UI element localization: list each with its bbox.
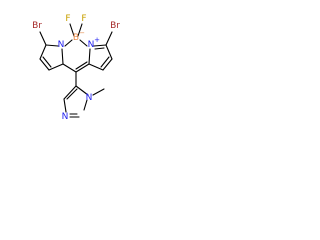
nitrogen-label-imidazole-methyl: N — [86, 93, 93, 103]
bond — [62, 63, 77, 73]
boron-charge: − — [79, 29, 85, 37]
bond — [39, 44, 47, 60]
bond — [63, 98, 67, 113]
bond — [105, 44, 113, 60]
bond — [75, 85, 89, 96]
structure-canvas: Br Br F F B − N N + N N — [0, 0, 152, 152]
fluorine-label-right: F — [81, 14, 86, 24]
bond — [69, 23, 75, 37]
bond — [63, 85, 77, 100]
bond — [39, 31, 47, 46]
bond — [105, 31, 113, 46]
bond-layer — [39, 23, 113, 118]
bond — [94, 47, 105, 50]
fluorine-label-left: F — [65, 14, 70, 24]
bond — [79, 39, 88, 47]
bond — [64, 39, 73, 47]
bond — [48, 63, 64, 71]
boron-label: B — [73, 33, 79, 43]
bond — [42, 56, 52, 68]
bond — [92, 88, 105, 96]
bond — [83, 99, 88, 111]
bond — [100, 56, 110, 68]
bond — [75, 61, 88, 70]
bromine-label-right: Br — [110, 21, 120, 31]
bond — [88, 48, 91, 65]
nitrogen-label-right: N — [88, 40, 95, 50]
bromine-label-left: Br — [32, 21, 42, 31]
atom-labels: Br Br F F B − N N + N N — [32, 14, 120, 122]
bond — [93, 44, 107, 47]
nitrogen-charge: + — [94, 36, 100, 44]
bond — [88, 63, 104, 71]
nitrogen-label-imidazole: N — [62, 112, 69, 122]
bond — [66, 88, 78, 100]
bond — [102, 58, 113, 71]
bond — [77, 23, 83, 37]
bond — [75, 63, 90, 73]
nitrogen-label-left: N — [58, 40, 65, 50]
bond — [61, 48, 64, 65]
bond — [45, 44, 59, 47]
molecule-structure: Br Br F F B − N N + N N — [32, 14, 120, 122]
bond — [39, 58, 50, 71]
